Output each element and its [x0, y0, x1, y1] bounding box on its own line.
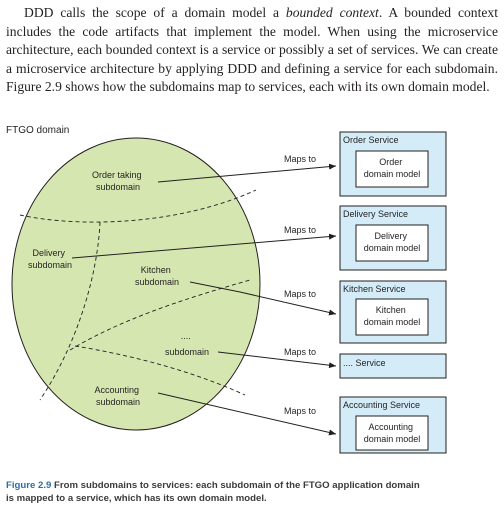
arrow-generic: [217, 351, 337, 369]
maps-to-label: Maps to: [284, 154, 316, 164]
maps-to-label: Maps to: [284, 406, 316, 416]
service-name: Accounting Service: [343, 400, 420, 410]
service-name: Order Service: [343, 135, 399, 145]
caption-label: Figure 2.9: [6, 480, 52, 491]
domain-model-label: Accounting domain model: [364, 422, 421, 444]
subdomain-label-delivery: Delivery subdomain: [28, 248, 72, 270]
paragraph-text-2: . A bounded context includes the code ar…: [6, 5, 498, 95]
service-kitchen: Kitchen Service Kitchen domain model: [339, 280, 447, 344]
subdomain-label-kitchen: Kitchen subdomain: [135, 265, 179, 287]
domain-model-label: Order domain model: [364, 157, 421, 179]
service-name: Delivery Service: [343, 209, 408, 219]
paragraph-text-1: DDD calls the scope of a domain model a: [24, 5, 286, 20]
domain-model-label: Kitchen domain model: [364, 305, 421, 327]
subdomain-boundaries: [19, 189, 257, 401]
arrow-kitchen: [189, 281, 337, 316]
ftgo-figure: FTGO domain Order taking subdomain Deliv…: [6, 125, 447, 454]
domain-ellipse: [11, 137, 261, 431]
arrow-delivery: [71, 233, 337, 259]
domain-title: FTGO domain: [6, 125, 69, 136]
service-accounting: Accounting Service Accounting domain mod…: [339, 396, 447, 454]
mapping-arrows: [71, 163, 337, 436]
paragraph-italic-term: bounded context: [285, 5, 379, 20]
service-generic: .... Service: [339, 353, 447, 379]
service-delivery: Delivery Service Delivery domain model: [339, 205, 447, 271]
service-order: Order Service Order domain model: [339, 131, 447, 197]
arrow-order: [157, 163, 337, 183]
subdomain-label-order-taking: Order taking subdomain: [92, 170, 144, 192]
subdomain-label-accounting: Accounting subdomain: [94, 385, 141, 407]
caption-text-line2: is mapped to a service, which has its ow…: [6, 493, 267, 504]
maps-to-label: Maps to: [284, 347, 316, 357]
figure-caption: Figure 2.9 From subdomains to services: …: [6, 479, 498, 505]
maps-to-label: Maps to: [284, 225, 316, 235]
service-name: .... Service: [343, 358, 386, 368]
domain-model-label: Delivery domain model: [364, 231, 421, 253]
body-paragraph: DDD calls the scope of a domain model a …: [6, 4, 498, 97]
service-name: Kitchen Service: [343, 284, 406, 294]
maps-to-labels: Maps to Maps to Maps to Maps to Maps to: [284, 154, 316, 416]
maps-to-label: Maps to: [284, 289, 316, 299]
subdomain-label-ellipsis: .... subdomain: [165, 331, 209, 357]
arrow-accounting: [157, 392, 337, 436]
caption-text-line1: From subdomains to services: each subdom…: [54, 480, 420, 491]
